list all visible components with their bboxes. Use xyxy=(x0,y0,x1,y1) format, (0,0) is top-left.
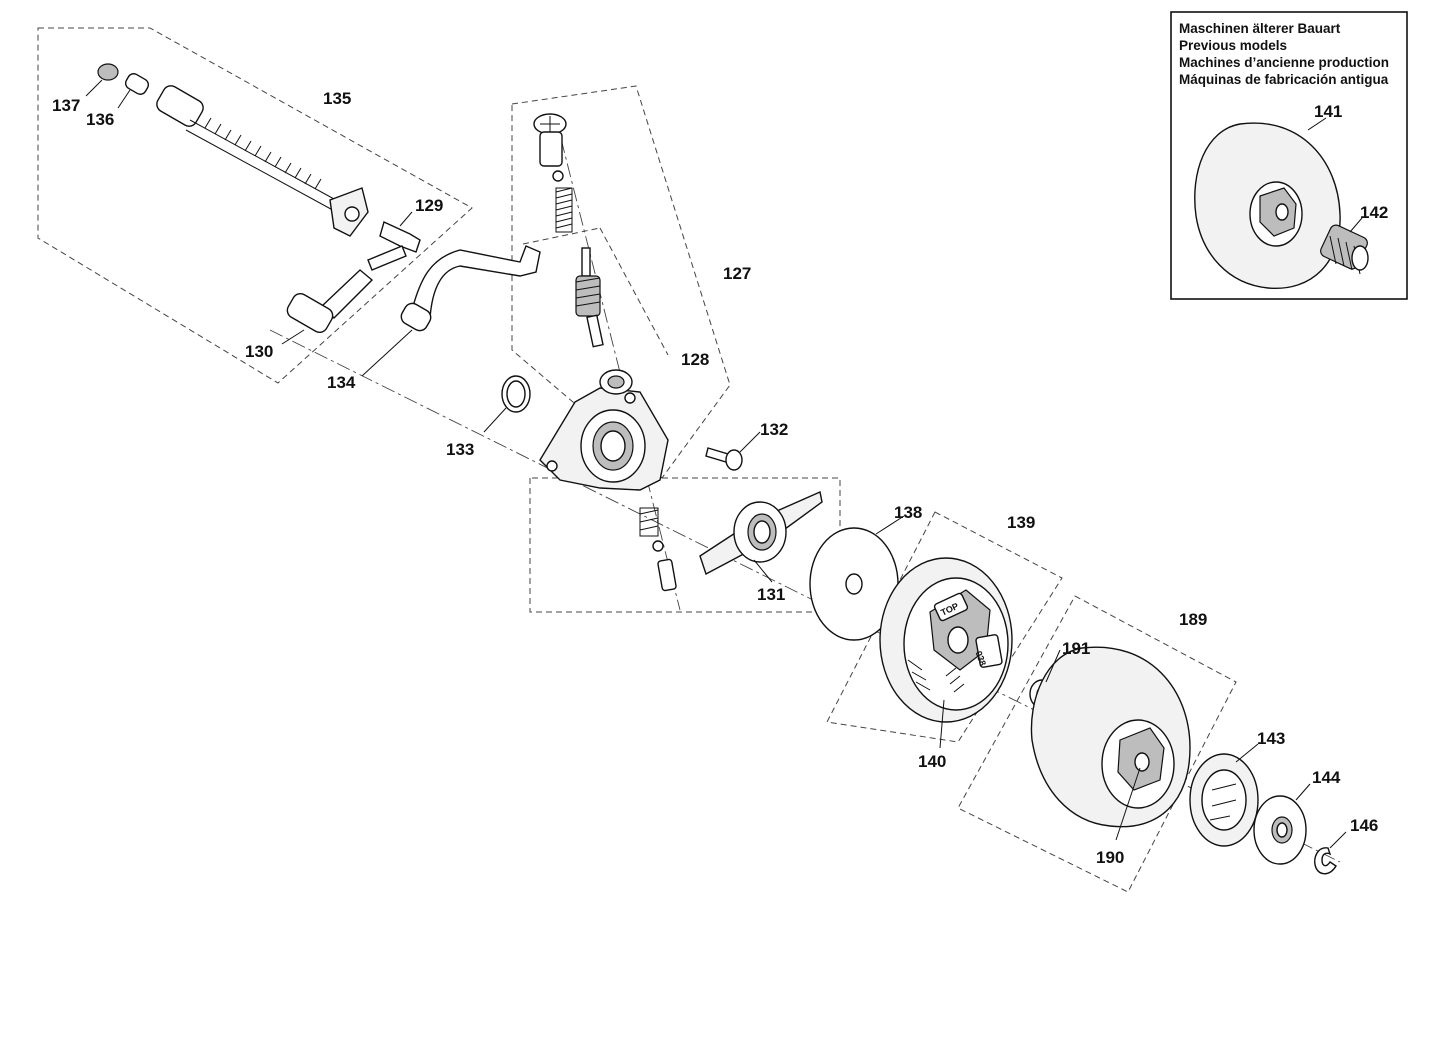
part-oil-pump-housing xyxy=(539,369,669,491)
part-137-cap xyxy=(97,63,119,81)
part-139-clutch: TOP 038 xyxy=(879,557,1013,723)
callout-146: 146 xyxy=(1350,816,1378,835)
part-144-washer xyxy=(1253,795,1307,865)
leader-137 xyxy=(85,79,103,97)
callout-143: 143 xyxy=(1257,729,1285,748)
leader-129 xyxy=(399,211,413,227)
callout-140: 140 xyxy=(918,752,946,771)
part-valve-spring xyxy=(639,507,677,592)
part-127-screw-plug xyxy=(533,113,567,182)
callout-138: 138 xyxy=(894,503,922,522)
callout-144: 144 xyxy=(1312,768,1341,787)
leader-190 xyxy=(1115,767,1141,841)
leader-138 xyxy=(875,515,905,535)
part-146-e-clip xyxy=(1314,847,1337,875)
inset-line-es: Máquinas de fabricación antigua xyxy=(1179,72,1389,87)
leader-143 xyxy=(1235,743,1259,763)
leader-134 xyxy=(361,329,413,377)
inset-line-en: Previous models xyxy=(1179,38,1287,53)
pump-axis xyxy=(554,114,681,611)
part-136-sleeve xyxy=(124,73,150,95)
group-outline-139 xyxy=(826,511,1063,743)
inset-line-de: Maschinen älterer Bauart xyxy=(1179,21,1341,36)
leader-144 xyxy=(1295,783,1311,801)
callout-137: 137 xyxy=(52,96,80,115)
callout-127: 127 xyxy=(723,264,751,283)
leader-132 xyxy=(739,431,761,453)
callout-142: 142 xyxy=(1360,203,1388,222)
part-142-needle-cage xyxy=(1320,224,1369,275)
callout-129: 129 xyxy=(415,196,443,215)
part-130-connector xyxy=(286,269,374,334)
callout-190: 190 xyxy=(1096,848,1124,867)
group-divider-128 xyxy=(522,227,601,245)
inset-previous-models: Maschinen älterer Bauart Previous models… xyxy=(1170,11,1408,300)
inset-line-fr: Machines d’ancienne production xyxy=(1179,55,1389,70)
leader-lines xyxy=(85,79,1347,849)
part-129-elbow xyxy=(367,221,421,271)
callout-131: 131 xyxy=(757,585,785,604)
callout-189: 189 xyxy=(1179,610,1207,629)
callout-191: 191 xyxy=(1062,639,1090,658)
part-132-screw xyxy=(705,447,743,471)
callouts: 137 136 135 129 130 134 133 127 128 132 … xyxy=(52,89,1378,867)
leader-130 xyxy=(281,329,305,345)
leader-191 xyxy=(1045,649,1061,683)
group-outline-135 xyxy=(37,27,473,384)
callout-135: 135 xyxy=(323,89,351,108)
part-135-adjusting-screw xyxy=(156,85,369,237)
part-189-clutch-drum xyxy=(1030,646,1191,828)
callout-136: 136 xyxy=(86,110,114,129)
leader-131 xyxy=(753,559,773,583)
part-131-worm-gear xyxy=(699,491,823,576)
part-138-washer xyxy=(809,527,899,641)
leader-141 xyxy=(1307,117,1327,131)
part-128-worm-shaft xyxy=(575,247,604,348)
leader-136 xyxy=(117,89,131,109)
leader-142 xyxy=(1349,217,1363,233)
part-127-spring xyxy=(555,187,573,233)
group-outline-189 xyxy=(957,595,1237,893)
part-134-oil-line xyxy=(400,245,541,332)
callout-133: 133 xyxy=(446,440,474,459)
callout-132: 132 xyxy=(760,420,788,439)
leader-146 xyxy=(1329,831,1347,849)
callout-134: 134 xyxy=(327,373,356,392)
part-141-clutch-drum-old xyxy=(1194,122,1341,290)
shoe-mark-num: 038 xyxy=(973,650,988,668)
group-outline-127 xyxy=(511,85,731,479)
leader-140 xyxy=(939,699,945,749)
leader-133 xyxy=(483,407,507,433)
callout-130: 130 xyxy=(245,342,273,361)
group-divider-128b xyxy=(599,227,669,356)
group-outline-131 xyxy=(529,477,841,613)
callout-139: 139 xyxy=(1007,513,1035,532)
callout-128: 128 xyxy=(681,350,709,369)
part-143-rim-sprocket xyxy=(1189,753,1259,847)
part-133-o-ring xyxy=(501,375,531,413)
callout-141: 141 xyxy=(1314,102,1342,121)
